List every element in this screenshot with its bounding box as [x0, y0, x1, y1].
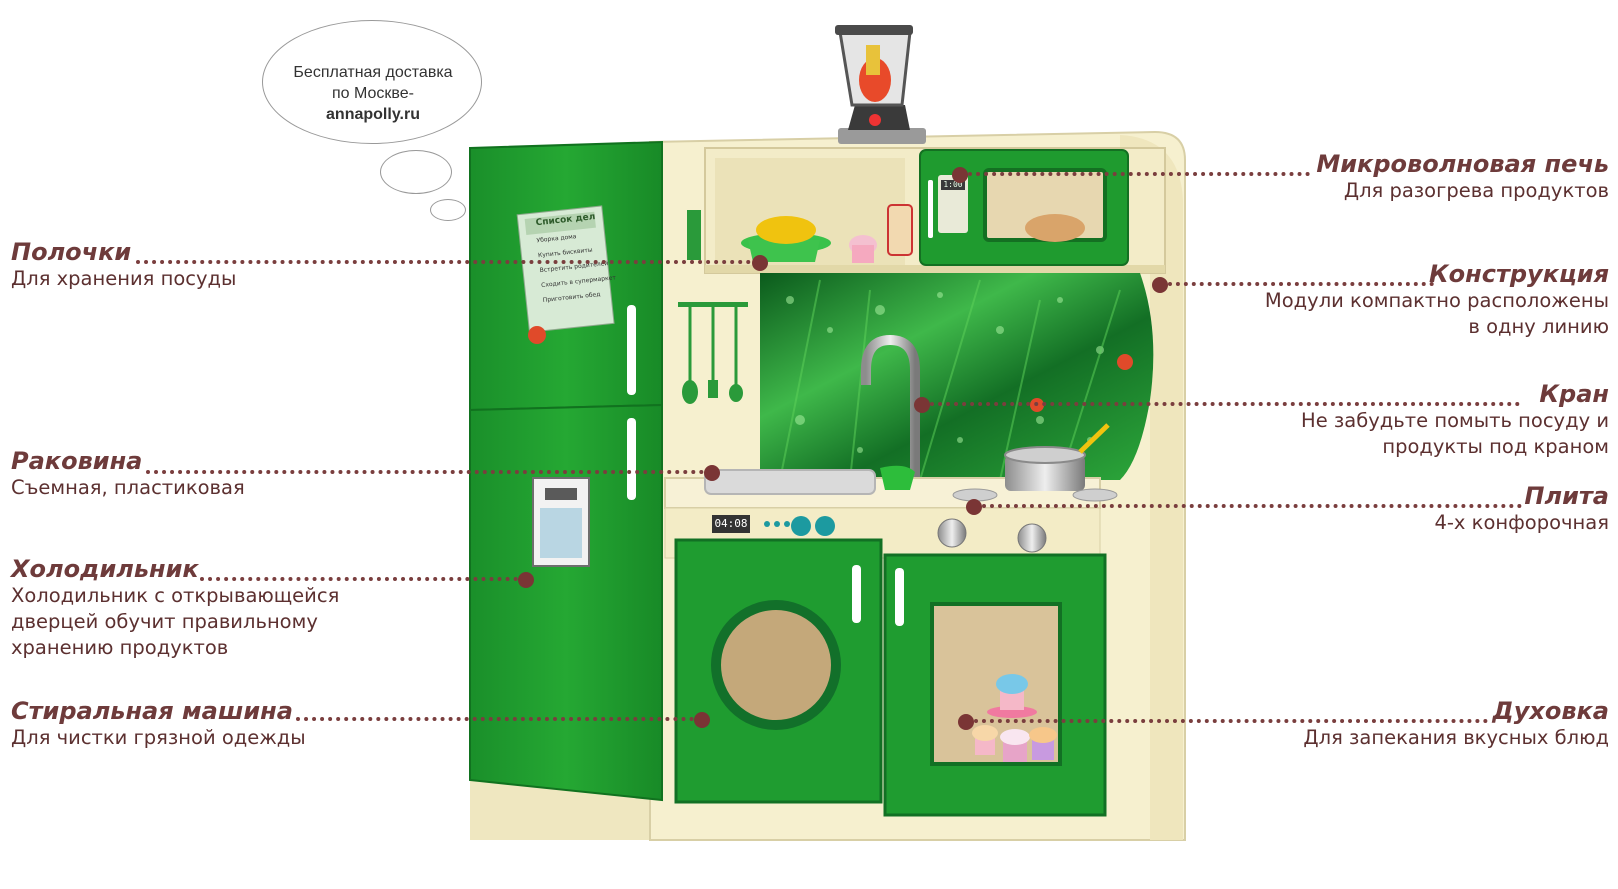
callout-microwave: Микроволновая печь Для разогрева продукт…: [1316, 150, 1609, 204]
callout-desc: Модули компактно расположены: [1264, 289, 1609, 312]
marker-dot: [966, 499, 982, 515]
callout-title: Холодильник: [11, 555, 199, 583]
delivery-note: Бесплатная доставка по Москве- annapolly…: [268, 62, 478, 125]
leader-line: [200, 577, 518, 581]
marker-dot: [1152, 277, 1168, 293]
todo-item: Уборка дома: [536, 233, 577, 245]
callout-desc: Для разогрева продуктов: [1343, 179, 1609, 202]
marker-dot: [704, 465, 720, 481]
todo-note: Список дел Уборка дома Купить бисквиты В…: [524, 208, 617, 305]
callout-shelves: Полочки Для хранения посуды: [11, 238, 236, 292]
leader-line: [296, 717, 694, 721]
callout-desc: Для запекания вкусных блюд: [1303, 726, 1609, 749]
callout-title: Конструкция: [1429, 260, 1609, 288]
callout-stove: Плита 4-х конфорочная: [1434, 482, 1609, 536]
callout-desc: Холодильник с открывающейся: [11, 584, 340, 607]
callout-construction: Конструкция Модули компактно расположены…: [1265, 260, 1609, 340]
callout-title: Духовка: [1492, 697, 1609, 725]
callout-title: Полочки: [11, 238, 132, 266]
callout-desc: Для чистки грязной одежды: [11, 726, 306, 749]
leader-line: [968, 172, 1310, 176]
callout-desc: хранению продуктов: [11, 636, 229, 659]
callout-title: Микроволновая печь: [1316, 150, 1609, 178]
marker-dot: [694, 712, 710, 728]
thought-bubble: [262, 20, 482, 144]
delivery-site: annapolly.ru: [268, 104, 478, 125]
callout-title: Раковина: [11, 447, 143, 475]
todo-item: Купить бисквиты: [537, 246, 593, 260]
leader-line: [1168, 282, 1434, 286]
callout-sink: Раковина Съемная, пластиковая: [11, 447, 245, 501]
marker-dot: [752, 255, 768, 271]
callout-washer: Стиральная машина Для чистки грязной оде…: [11, 697, 306, 751]
callout-desc: 4-х конфорочная: [1434, 511, 1609, 534]
callout-desc: дверцей обучит правильному: [11, 610, 318, 633]
callout-faucet: Кран Не забудьте помыть посуду и продукт…: [1301, 380, 1609, 460]
leader-line: [974, 719, 1488, 723]
marker-dot: [958, 714, 974, 730]
callout-desc: в одну линию: [1468, 315, 1609, 338]
delivery-line-1: Бесплатная доставка: [293, 64, 453, 81]
leader-line: [136, 260, 751, 264]
marker-dot: [914, 397, 930, 413]
marker-dot: [518, 572, 534, 588]
thought-bubble-tiny: [430, 199, 466, 221]
todo-item: Сходить в супермаркет: [540, 274, 617, 290]
callout-desc: Не забудьте помыть посуду и: [1301, 409, 1609, 432]
callout-desc: Съемная, пластиковая: [11, 476, 245, 499]
delivery-line-2: по Москве-: [332, 85, 414, 102]
microwave-clock: 1:00: [943, 180, 963, 189]
leader-line: [146, 470, 704, 474]
callout-desc: Для хранения посуды: [11, 267, 237, 290]
leader-line: [982, 504, 1522, 508]
marker-dot: [952, 167, 968, 183]
callout-title: Плита: [1524, 482, 1609, 510]
stove-clock: 04:08: [714, 517, 748, 530]
callout-desc: продукты под краном: [1382, 435, 1609, 458]
callout-title: Стиральная машина: [11, 697, 293, 725]
callout-title: Кран: [1539, 380, 1609, 408]
site-link[interactable]: annapolly.ru: [326, 106, 420, 123]
leader-line: [930, 402, 1520, 406]
thought-bubble-small: [380, 150, 452, 194]
callout-fridge: Холодильник Холодильник с открывающейся …: [11, 555, 339, 661]
callout-oven: Духовка Для запекания вкусных блюд: [1303, 697, 1609, 751]
